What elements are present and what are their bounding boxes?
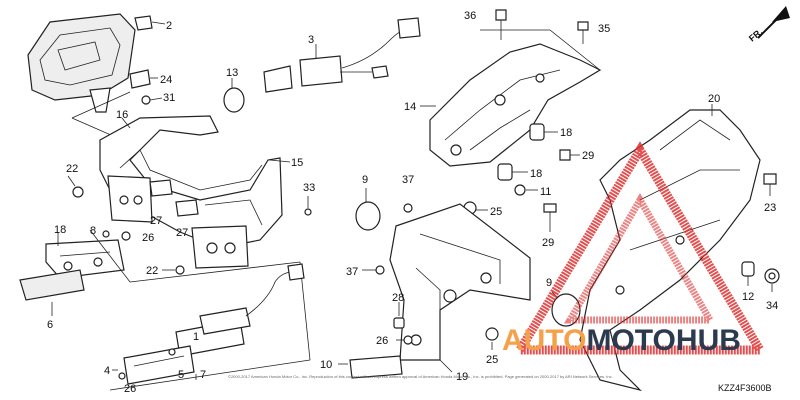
watermark-word-moto: MOTO — [586, 324, 675, 357]
callout: 19 — [456, 371, 468, 383]
nut-25-bottom — [485, 327, 499, 341]
license-light-lens — [19, 269, 85, 301]
nut-13 — [514, 184, 526, 196]
screw-32 — [141, 95, 151, 105]
callout: 8 — [90, 225, 96, 237]
screw-23 — [763, 173, 777, 185]
callout: 9 — [546, 277, 552, 289]
callout: 3 — [308, 34, 314, 46]
callout: 37 — [346, 266, 358, 278]
front-direction-label: FR. — [747, 27, 765, 44]
callout: 7 — [200, 369, 206, 381]
callout: 37 — [402, 174, 414, 186]
callout: 25 — [486, 354, 498, 366]
callout: 22 — [146, 265, 158, 277]
callout: 18 — [530, 168, 542, 180]
callout: 26 — [142, 232, 154, 244]
copyright-notice: ©2000-2017 American Honda Motor Co., Inc… — [228, 374, 613, 379]
rear-fender-cover — [99, 115, 283, 269]
callout: 5 — [178, 369, 184, 381]
grommet-18-top — [529, 123, 545, 141]
callout: 1 — [193, 331, 199, 343]
callout: 14 — [404, 101, 416, 113]
callout: 9 — [362, 174, 368, 186]
callout: 23 — [764, 202, 776, 214]
callout: 2 — [166, 20, 172, 32]
gasket-24 — [129, 69, 151, 89]
bulb-11 — [223, 87, 245, 113]
diagram-code: KZZ4F3600B — [718, 383, 772, 393]
callout: 25 — [490, 206, 502, 218]
callout: 34 — [766, 300, 778, 312]
callout: 29 — [582, 150, 594, 162]
rear-bracket-14 — [429, 29, 602, 167]
grommet-18-bottom — [497, 163, 513, 181]
callout: 4 — [104, 365, 110, 377]
callout: 11 — [540, 186, 551, 198]
grommet-12 — [741, 261, 755, 277]
bolt-36 — [495, 9, 507, 21]
callout: 29 — [542, 237, 554, 249]
watermark-logo — [512, 141, 768, 355]
callout: 10 — [320, 359, 332, 371]
callout: 27 — [150, 215, 162, 227]
callout: 16 — [116, 109, 128, 121]
watermark-triangle — [512, 141, 768, 355]
callout: 18 — [560, 127, 572, 139]
socket-harness — [299, 55, 343, 87]
screw-29 — [559, 149, 571, 161]
callout: 20 — [708, 93, 720, 105]
watermark-word-hub: HUB — [676, 324, 741, 357]
front-direction-indicator — [757, 6, 790, 39]
callout: 24 — [160, 74, 172, 86]
callout: 22 — [66, 163, 78, 175]
callout: 13 — [226, 67, 238, 79]
callout: 18 — [54, 224, 66, 236]
callout: 15 — [291, 157, 303, 169]
callout: 33 — [303, 182, 315, 194]
license-bracket-19 — [389, 203, 531, 361]
callout: 26 — [376, 335, 388, 347]
bolt-35 — [577, 21, 589, 31]
svg-text:AUTOMOTOHUB: AUTOMOTOHUB — [502, 324, 741, 357]
callout: 6 — [47, 319, 53, 331]
reflector-9-left — [355, 201, 381, 231]
callout: 31 — [163, 92, 175, 104]
watermark-word-auto: AUTO — [502, 324, 586, 357]
callout: 12 — [742, 291, 754, 303]
tail-light-lens — [27, 13, 153, 113]
callout: 35 — [598, 23, 610, 35]
callout: 36 — [464, 10, 476, 22]
callout: 26 — [124, 383, 136, 395]
callout: 27 — [176, 227, 188, 239]
license-light-10 — [349, 355, 403, 379]
callout: 28 — [392, 292, 404, 304]
bolt-30 — [543, 203, 557, 213]
